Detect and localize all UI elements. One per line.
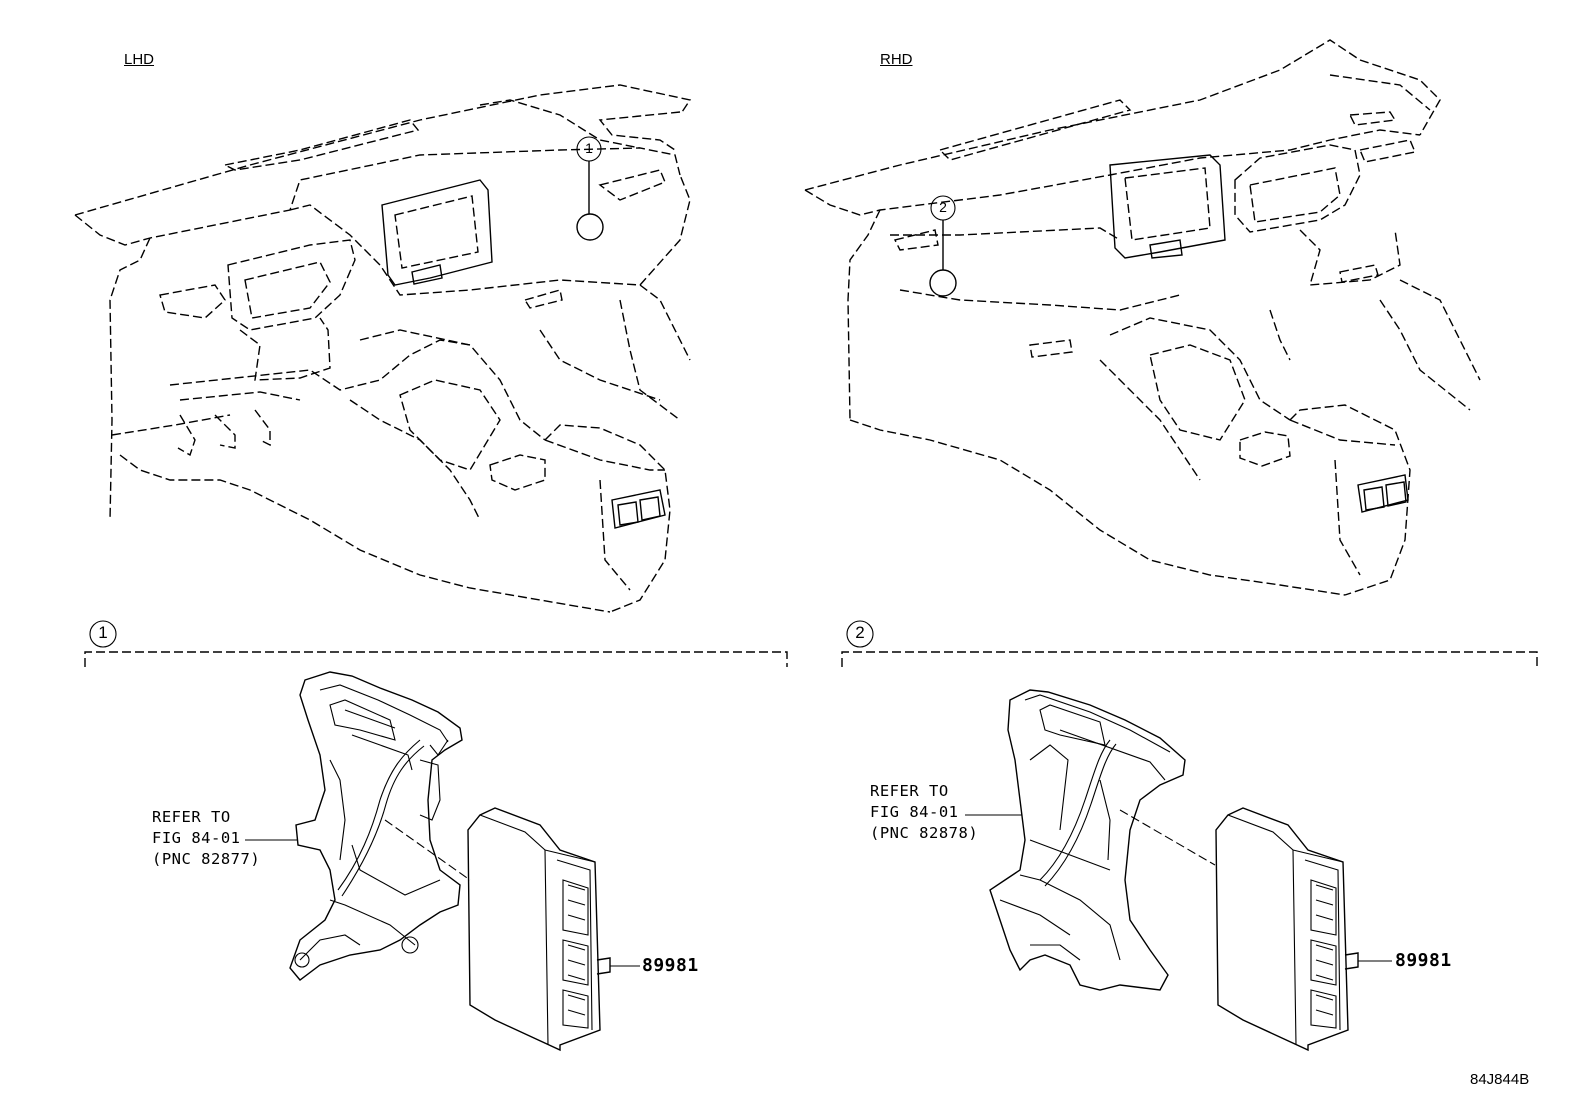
detail-1-part-number: 89981 [642,955,699,976]
detail-2-refer-line-1: REFER TO [870,782,949,800]
detail-1-number: 1 [98,623,108,642]
detail-1-ecu-module [467,807,640,1052]
detail-1-refer-line-3: (PNC 82877) [152,850,261,868]
detail-1-refer-line-1: REFER TO [152,808,231,826]
detail-2-part-number: 89981 [1395,950,1452,971]
rhd-view-label: RHD [880,51,913,68]
rhd-callout-number: 2 [939,199,947,215]
rhd-dashboard-drawing [804,39,1481,596]
detail-2-bracket-part [989,689,1216,991]
diagram-code: 84J844B [1470,1071,1530,1088]
detail-2-refer-text: REFER TO FIG 84-01 (PNC 82878) [870,781,978,844]
detail-2-refer-line-3: (PNC 82878) [870,824,979,842]
detail-1-refer-text: REFER TO FIG 84-01 (PNC 82877) [152,807,260,870]
detail-1-refer-line-2: FIG 84-01 [152,829,241,847]
detail-2-ecu-module [1215,807,1392,1052]
lhd-dashboard-drawing [74,84,692,613]
detail-1-bracket-part [289,671,471,981]
lhd-view-label: LHD [124,51,155,68]
lhd-callout-number: 1 [585,140,593,156]
detail-2-number: 2 [855,623,865,642]
detail-2-bracket [841,620,1538,667]
detail-2-refer-line-2: FIG 84-01 [870,803,959,821]
detail-1-bracket [84,620,788,667]
